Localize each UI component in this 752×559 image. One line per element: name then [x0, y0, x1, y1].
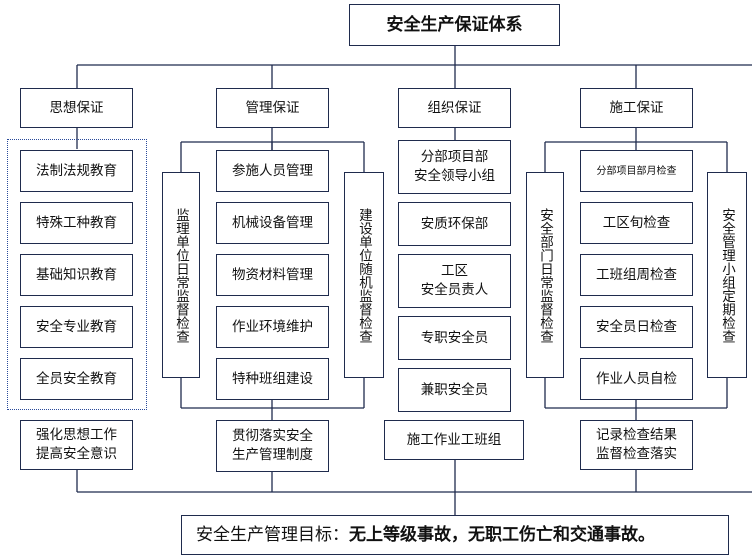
result-ideology: 强化思想工作 提高安全意识	[20, 420, 133, 470]
item-quality-safety-dept: 安质环保部	[398, 202, 511, 246]
heading-construction: 施工保证	[580, 88, 693, 128]
item-legal-education: 法制法规教育	[20, 150, 133, 192]
side-owner-random-check: 建设单位随机监督检查	[344, 172, 384, 378]
item-daily-check: 安全员日检查	[580, 306, 693, 348]
item-self-check: 作业人员自检	[580, 358, 693, 400]
result-management: 贯彻落实安全 生产管理制度	[216, 420, 329, 472]
item-special-trade-education: 特殊工种教育	[20, 202, 133, 244]
item-part-time-safety-officer: 兼职安全员	[398, 368, 511, 412]
system-title: 安全生产保证体系	[349, 4, 560, 46]
item-special-team-building: 特种班组建设	[216, 358, 329, 400]
result-organization: 施工作业工班组	[384, 420, 524, 460]
item-full-time-safety-officer: 专职安全员	[398, 316, 511, 360]
goal-prefix: 安全生产管理目标：	[196, 524, 349, 545]
item-basic-knowledge-education: 基础知识教育	[20, 254, 133, 296]
side-supervisor-daily-check: 监理单位日常监督检查	[162, 172, 200, 378]
item-monthly-check: 分部项目部月检查	[580, 150, 693, 192]
item-personnel-management: 参施人员管理	[216, 150, 329, 192]
heading-organization: 组织保证	[398, 88, 511, 128]
side-safety-dept-daily-check: 安全部门日常监督检查	[526, 172, 564, 378]
item-weekly-check: 工班组周检查	[580, 254, 693, 296]
safety-goal: 安全生产管理目标：无上等级事故，无职工伤亡和交通事故。	[181, 515, 729, 555]
item-safety-leading-group: 分部项目部 安全领导小组	[398, 140, 511, 194]
item-environment-maintenance: 作业环境维护	[216, 306, 329, 348]
item-equipment-management: 机械设备管理	[216, 202, 329, 244]
item-work-area-safety-officer: 工区 安全员责人	[398, 254, 511, 308]
item-all-staff-education: 全员安全教育	[20, 358, 133, 400]
heading-ideology: 思想保证	[20, 88, 133, 128]
goal-text: 无上等级事故，无职工伤亡和交通事故。	[349, 524, 655, 545]
result-construction: 记录检查结果 监督检查落实	[580, 420, 693, 470]
item-safety-specialty-education: 安全专业教育	[20, 306, 133, 348]
item-materials-management: 物资材料管理	[216, 254, 329, 296]
heading-management: 管理保证	[216, 88, 329, 128]
item-ten-day-check: 工区旬检查	[580, 202, 693, 244]
education-group-frame	[7, 139, 147, 410]
side-safety-group-periodic-check: 安全管理小组定期检查	[707, 172, 747, 378]
